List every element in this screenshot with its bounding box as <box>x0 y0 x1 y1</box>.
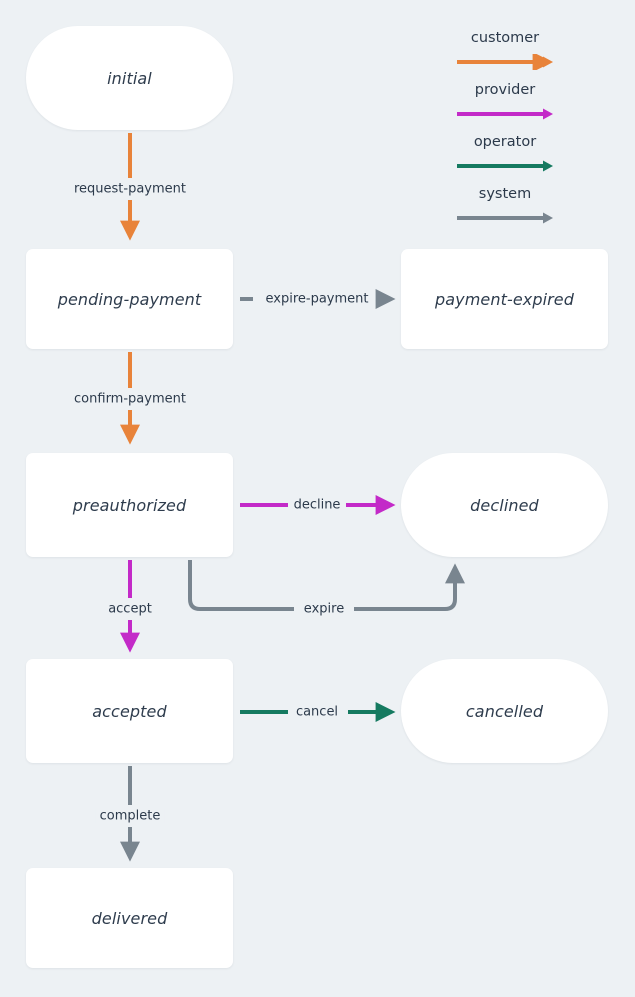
state-node-label: initial <box>107 68 152 88</box>
state-node-label: declined <box>470 495 539 515</box>
edge-label-expire-payment: expire-payment <box>261 291 373 307</box>
edge-label-request-payment: request-payment <box>69 181 191 197</box>
legend-arrow-provider <box>457 108 553 120</box>
edge-label-expire: expire <box>299 601 349 617</box>
state-node-label: delivered <box>91 908 168 928</box>
state-node-label: payment-expired <box>434 289 575 309</box>
legend-label: system <box>478 186 532 202</box>
state-node-label: preauthorized <box>72 495 187 515</box>
edge-label-complete: complete <box>95 808 165 824</box>
legend-label: provider <box>474 82 536 98</box>
state-node-pending-payment[interactable]: pending-payment <box>26 249 233 349</box>
state-node-payment-expired[interactable]: payment-expired <box>401 249 608 349</box>
edge-label-confirm-payment: confirm-payment <box>70 391 190 407</box>
edge-label-accept: accept <box>104 601 156 617</box>
legend-label: operator <box>473 134 537 150</box>
state-node-cancelled[interactable]: cancelled <box>401 659 608 763</box>
legend-arrow-customer <box>457 54 553 70</box>
legend: customer provider operator system <box>455 30 555 230</box>
edge-label-cancel: cancel <box>291 704 343 720</box>
state-node-accepted[interactable]: accepted <box>26 659 233 763</box>
state-node-label: cancelled <box>465 701 544 721</box>
edge-expire <box>188 560 465 611</box>
state-node-preauthorized[interactable]: preauthorized <box>26 453 233 557</box>
state-node-delivered[interactable]: delivered <box>26 868 233 968</box>
state-node-label: pending-payment <box>57 289 202 309</box>
edge-label-decline: decline <box>289 497 345 513</box>
state-node-declined[interactable]: declined <box>401 453 608 557</box>
legend-arrow-operator <box>457 160 553 172</box>
legend-arrow-system <box>457 212 553 224</box>
state-node-initial[interactable]: initial <box>26 26 233 130</box>
state-node-label: accepted <box>92 701 167 721</box>
legend-label: customer <box>470 30 540 46</box>
